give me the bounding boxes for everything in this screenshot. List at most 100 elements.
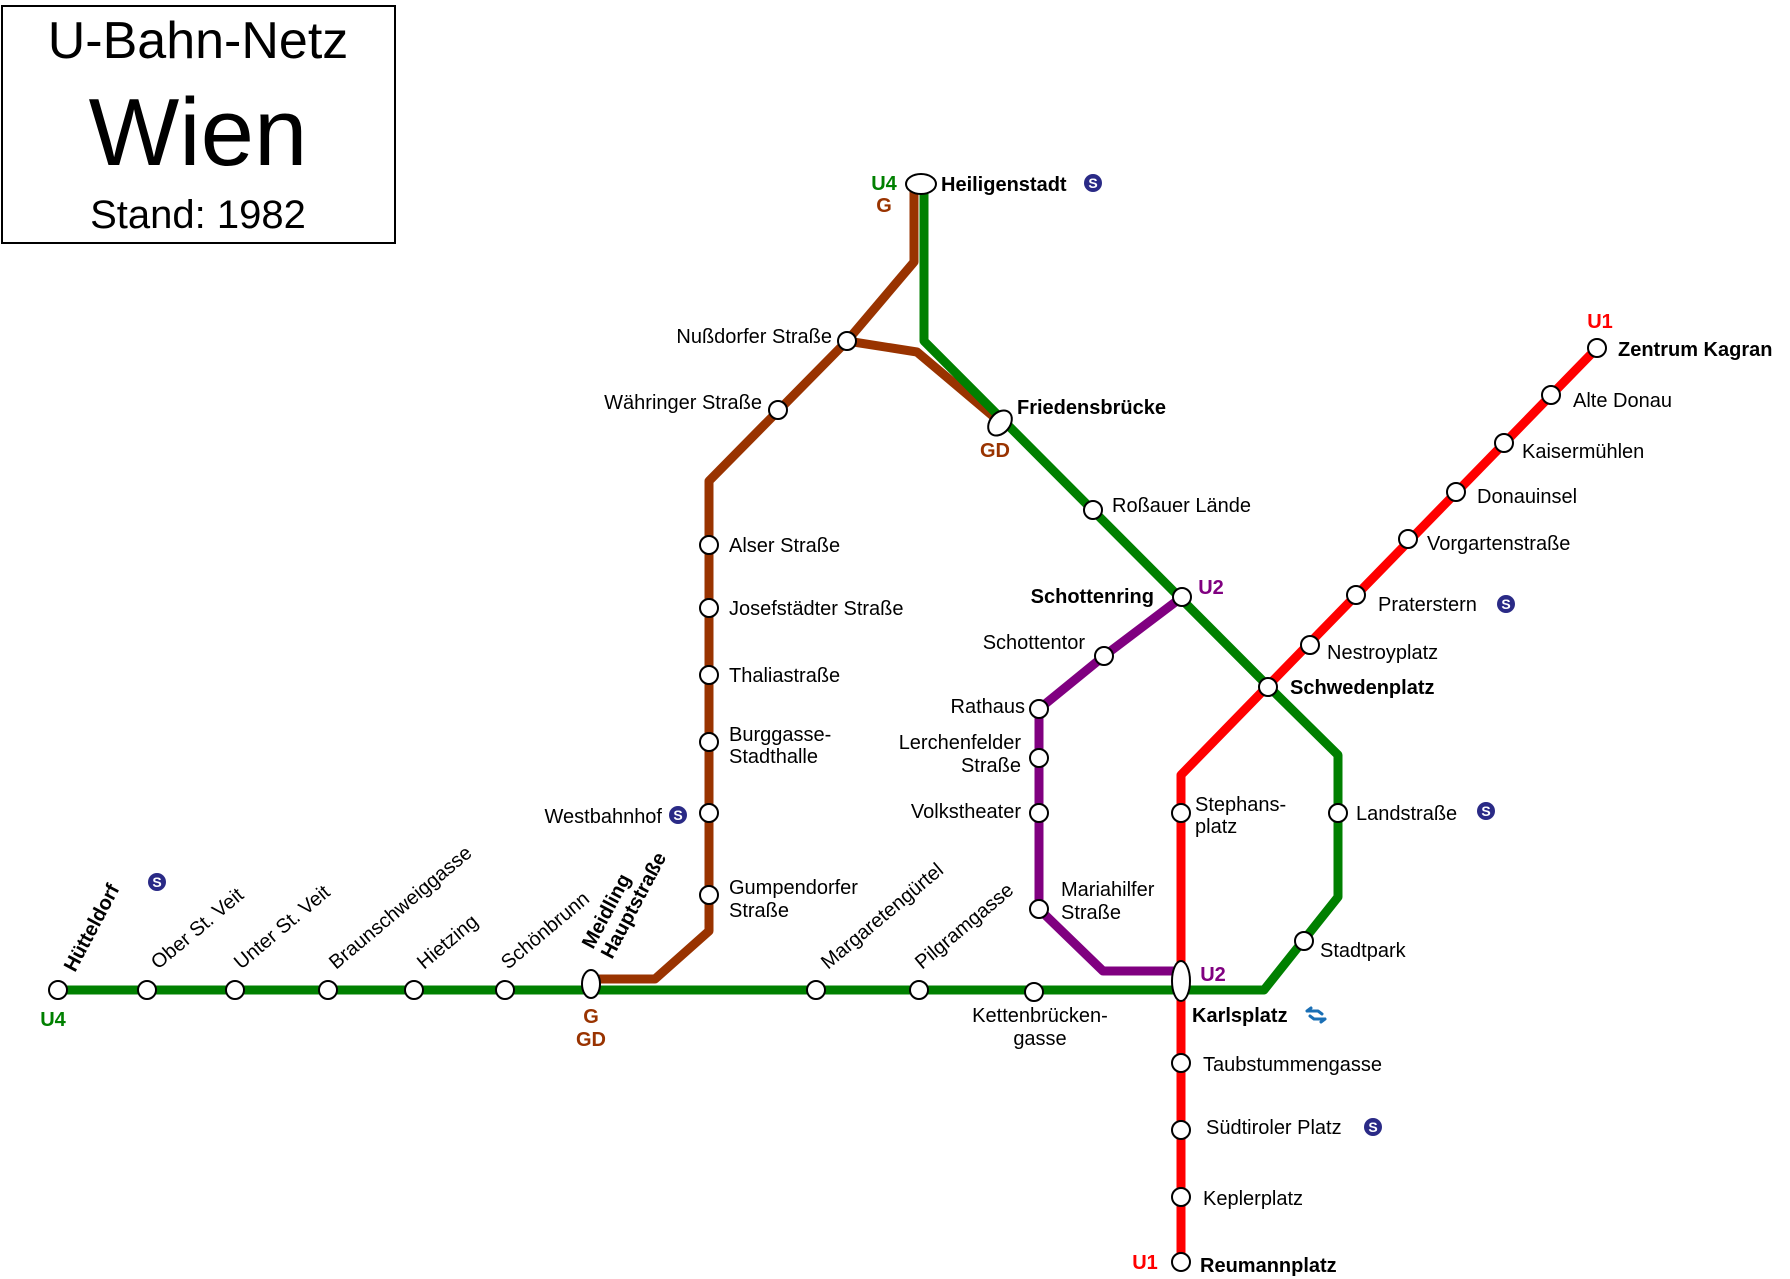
label-schottenring: Schottenring xyxy=(1031,586,1154,608)
tag-g-top: G xyxy=(876,195,892,217)
tag-u1-bottom: U1 xyxy=(1132,1252,1158,1274)
station-kaisermuehlen[interactable] xyxy=(1494,433,1514,453)
station-margaretenguertel[interactable] xyxy=(806,980,826,1000)
station-thaliastrasse[interactable] xyxy=(699,665,719,685)
station-nussdorfer-strasse[interactable] xyxy=(837,331,857,351)
label-karlsplatz: Karlsplatz xyxy=(1192,1005,1288,1027)
label-donauinsel: Donauinsel xyxy=(1477,486,1577,508)
sbahn-icon: S xyxy=(1477,802,1495,820)
label-burggasse-2: Stadthalle xyxy=(729,746,818,768)
label-lerchenfelder-2: Straße xyxy=(961,755,1021,777)
label-stephansplatz-1: Stephans- xyxy=(1195,794,1286,816)
label-stephansplatz-2: platz xyxy=(1195,816,1237,838)
station-waehringer-strasse[interactable] xyxy=(768,400,788,420)
station-unter-st-veit[interactable] xyxy=(225,980,245,1000)
station-meidling-hauptstrasse[interactable] xyxy=(581,969,601,999)
station-pilgramgasse[interactable] xyxy=(909,980,929,1000)
label-schottentor: Schottentor xyxy=(983,632,1086,654)
station-hietzing[interactable] xyxy=(404,980,424,1000)
station-suedtiroler-platz[interactable] xyxy=(1171,1120,1191,1140)
tag-u2-karlsplatz: U2 xyxy=(1200,964,1226,986)
label-gumpendorfer-1: Gumpendorfer xyxy=(729,877,858,899)
badner-bahn-arrows xyxy=(1305,1006,1327,1024)
station-lerchenfelder-strasse[interactable] xyxy=(1029,748,1049,768)
label-vorgartenstrasse: Vorgartenstraße xyxy=(1427,533,1570,555)
label-kettenbruecken-2: gasse xyxy=(1013,1028,1066,1050)
tag-gd-friedensbruecke: GD xyxy=(980,440,1010,462)
tag-gd-meidling: GD xyxy=(576,1029,606,1051)
sbahn-letter: S xyxy=(1501,596,1510,612)
label-mariahilfer-1: Mariahilfer xyxy=(1061,879,1155,901)
station-huetteldorf[interactable] xyxy=(48,980,68,1000)
status-date: Stand: 1982 xyxy=(90,193,306,237)
tag-u4-top: U4 xyxy=(871,173,897,195)
station-schottentor[interactable] xyxy=(1094,646,1114,666)
station-nestroyplatz[interactable] xyxy=(1300,635,1320,655)
sbahn-circle xyxy=(1084,174,1102,192)
line-u4 xyxy=(58,182,1343,995)
tag-u1-top: U1 xyxy=(1587,311,1613,333)
station-stephansplatz[interactable] xyxy=(1171,803,1191,823)
label-heiligenstadt: Heiligenstadt xyxy=(941,174,1067,196)
station-josefstaedter-strasse[interactable] xyxy=(699,598,719,618)
label-huetteldorf: Hütteldorf xyxy=(60,880,124,975)
station-labels: Heiligenstadt Nußdorfer Straße Währinger… xyxy=(60,174,1772,1277)
station-mariahilfer-strasse[interactable] xyxy=(1029,899,1049,919)
station-zentrum-kagran[interactable] xyxy=(1587,338,1607,358)
sbahn-icon: S xyxy=(1084,174,1102,192)
station-taubstummengasse[interactable] xyxy=(1171,1053,1191,1073)
label-waehringer-strasse: Währinger Straße xyxy=(604,392,762,414)
station-alte-donau[interactable] xyxy=(1541,385,1561,405)
line-gd xyxy=(846,336,1003,426)
sbahn-circle xyxy=(1477,802,1495,820)
station-gumpendorfer-strasse[interactable] xyxy=(699,885,719,905)
sbahn-icon: S xyxy=(1497,595,1515,613)
tag-g-meidling: G xyxy=(583,1006,599,1028)
title-box: U-Bahn-Netz Wien Stand: 1982 xyxy=(1,5,396,244)
station-friedensbruecke[interactable] xyxy=(983,406,1016,440)
label-alser-strasse: Alser Straße xyxy=(729,535,840,557)
station-alser-strasse[interactable] xyxy=(699,535,719,555)
label-rathaus: Rathaus xyxy=(951,696,1026,718)
station-schwedenplatz[interactable] xyxy=(1258,677,1278,697)
label-nestroyplatz: Nestroyplatz xyxy=(1327,642,1438,664)
station-westbahnhof[interactable] xyxy=(699,803,719,823)
sbahn-letter: S xyxy=(1481,803,1490,819)
station-schottenring[interactable] xyxy=(1172,587,1192,607)
sbahn-circle xyxy=(1497,595,1515,613)
station-donauinsel[interactable] xyxy=(1446,482,1466,502)
station-heiligenstadt[interactable] xyxy=(905,173,937,195)
sbahn-symbols: S S S S S S xyxy=(148,174,1515,1136)
station-volkstheater[interactable] xyxy=(1029,803,1049,823)
station-burggasse-stadthalle[interactable] xyxy=(699,732,719,752)
label-kaisermuehlen: Kaisermühlen xyxy=(1522,441,1644,463)
station-praterstern[interactable] xyxy=(1346,585,1366,605)
label-schwedenplatz: Schwedenplatz xyxy=(1290,677,1434,699)
label-lerchenfelder-1: Lerchenfelder xyxy=(899,732,1022,754)
label-westbahnhof: Westbahnhof xyxy=(545,806,663,828)
label-stadtpark: Stadtpark xyxy=(1320,940,1407,962)
sbahn-letter: S xyxy=(1088,175,1097,191)
label-mariahilfer-2: Straße xyxy=(1061,902,1121,924)
sbahn-letter: S xyxy=(673,807,682,823)
station-vorgartenstrasse[interactable] xyxy=(1398,529,1418,549)
station-landstrasse[interactable] xyxy=(1328,803,1348,823)
station-karlsplatz[interactable] xyxy=(1171,960,1191,1002)
station-braunschweiggasse[interactable] xyxy=(318,980,338,1000)
sbahn-icon: S xyxy=(148,873,166,891)
station-ober-st-veit[interactable] xyxy=(137,980,157,1000)
station-stadtpark[interactable] xyxy=(1294,931,1314,951)
title-frame xyxy=(1,5,396,244)
station-rathaus[interactable] xyxy=(1029,699,1049,719)
station-schoenbrunn[interactable] xyxy=(495,980,515,1000)
tag-u2-schottenring: U2 xyxy=(1198,577,1224,599)
station-reumannplatz[interactable] xyxy=(1171,1252,1191,1272)
label-rossauer-laende: Roßauer Lände xyxy=(1112,495,1251,517)
city-title: Wien xyxy=(89,79,308,186)
station-keplerplatz[interactable] xyxy=(1171,1187,1191,1207)
station-rossauer-laende[interactable] xyxy=(1083,500,1103,520)
station-kettenbrueckengasse[interactable] xyxy=(1024,982,1044,1002)
label-kettenbruecken-1: Kettenbrücken- xyxy=(972,1005,1108,1027)
label-braunschweiggasse: Braunschweiggasse xyxy=(325,842,476,974)
sbahn-icon: S xyxy=(1364,1118,1382,1136)
